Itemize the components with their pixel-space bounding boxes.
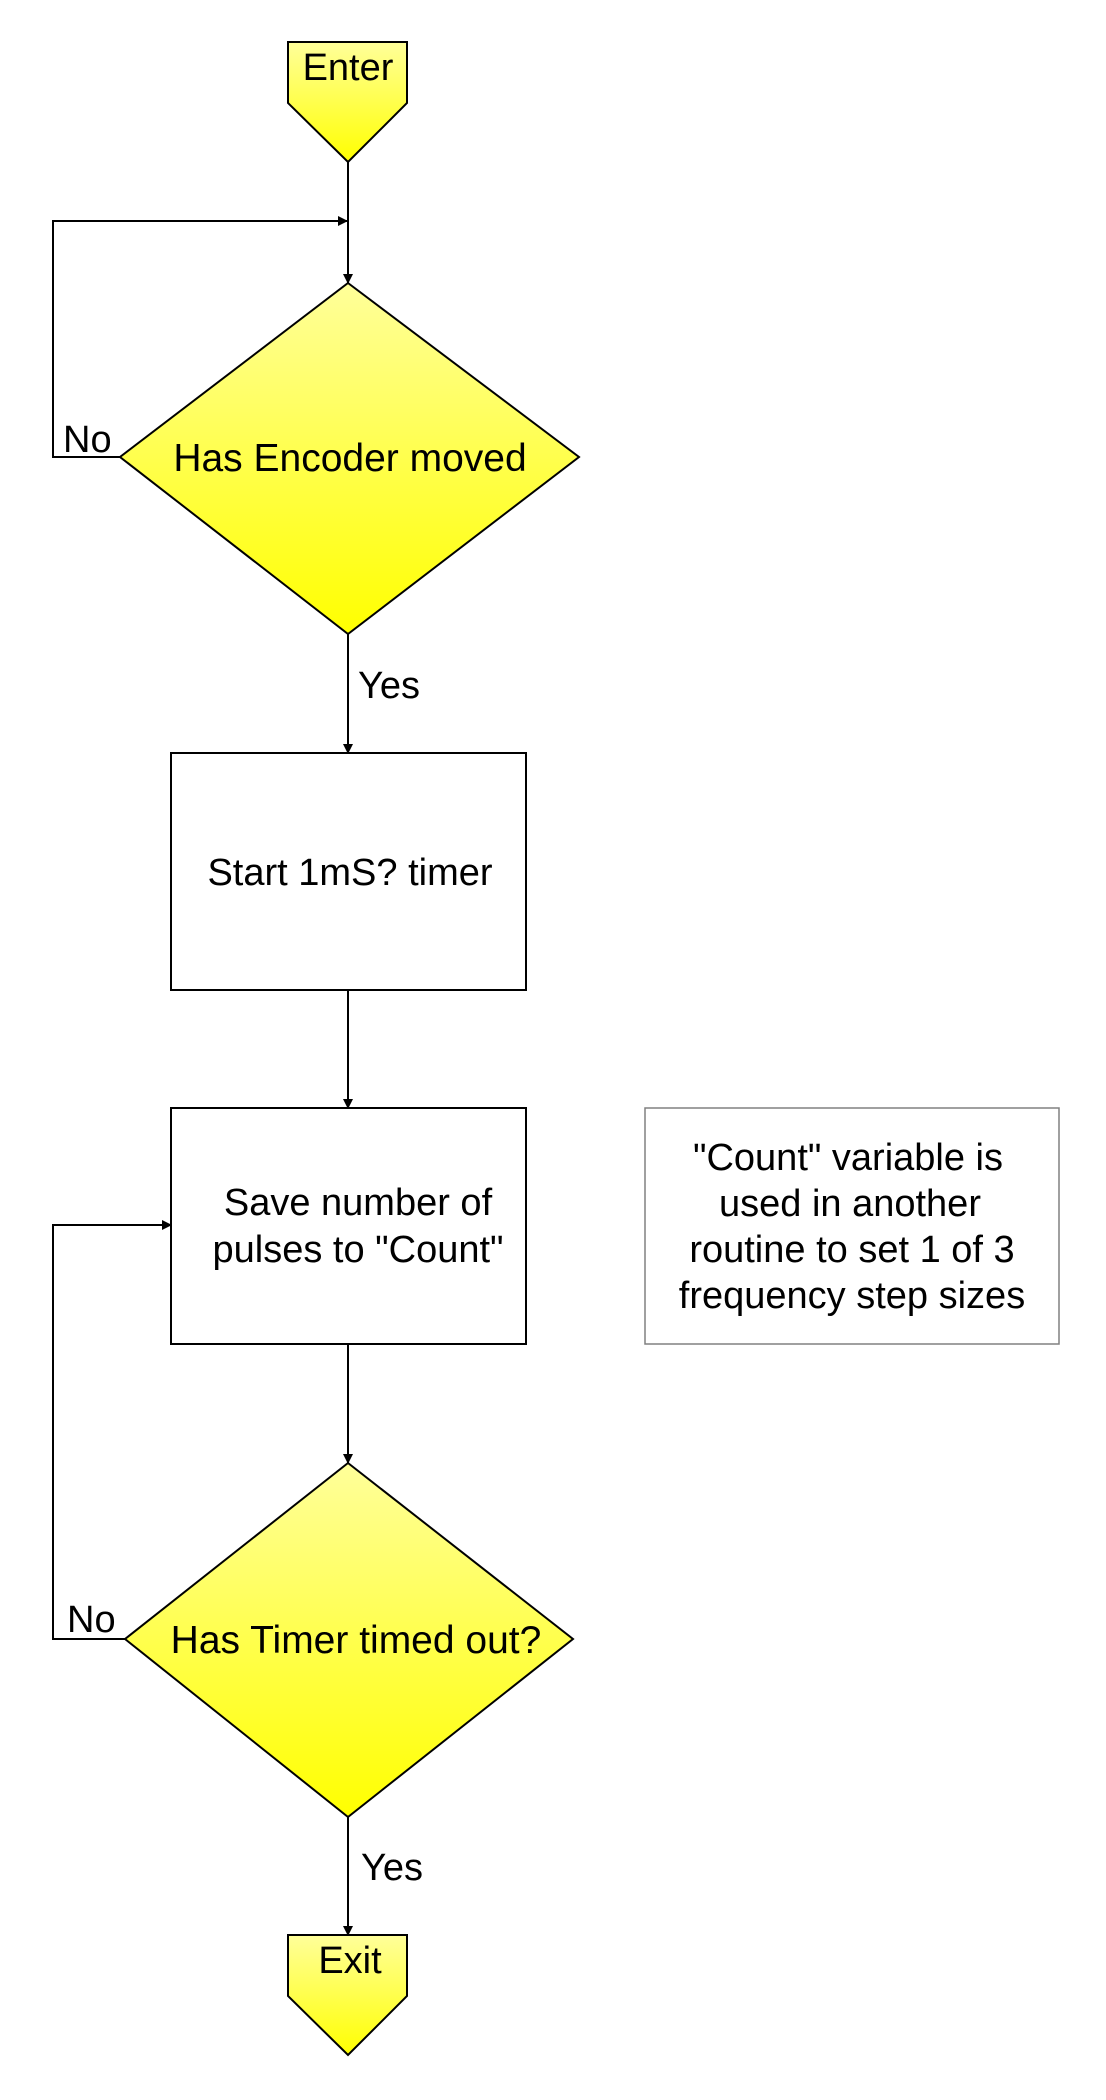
- edge-encoder-yes-label: Yes: [358, 665, 420, 707]
- note-line-3: routine to set 1 of 3: [689, 1229, 1014, 1271]
- edge-encoder-no-loop: [52, 216, 348, 458]
- has-encoder-moved-label: Has Encoder moved: [173, 437, 526, 480]
- save-pulses-line-1: Save number of: [224, 1182, 493, 1224]
- exit-label: Exit: [318, 1940, 382, 1982]
- exit-node: Exit: [287, 1934, 408, 2057]
- save-pulses-line-2: pulses to "Count": [212, 1229, 503, 1271]
- note-line-4: frequency step sizes: [679, 1275, 1025, 1317]
- note-line-2: used in another: [719, 1183, 981, 1225]
- decision-has-timer-timed-out: Has Timer timed out?: [123, 1461, 575, 1819]
- note-box: "Count" variable is used in another rout…: [644, 1107, 1060, 1345]
- decision-has-encoder-moved: Has Encoder moved: [118, 281, 581, 636]
- has-timer-timed-out-label: Has Timer timed out?: [171, 1619, 542, 1662]
- note-line-1: "Count" variable is: [693, 1137, 1003, 1179]
- edge-timeout-no-label: No: [67, 1599, 116, 1641]
- edge-encoder-no-label: No: [63, 419, 112, 461]
- process-save-pulses: Save number of pulses to "Count": [170, 1107, 527, 1345]
- enter-label: Enter: [303, 47, 394, 89]
- enter-node: Enter: [287, 41, 408, 164]
- process-start-timer: Start 1mS? timer: [170, 752, 527, 991]
- edge-timeout-no-loop: [52, 1220, 172, 1640]
- edge-timeout-yes-label: Yes: [361, 1847, 423, 1889]
- start-timer-label: Start 1mS? timer: [207, 852, 492, 894]
